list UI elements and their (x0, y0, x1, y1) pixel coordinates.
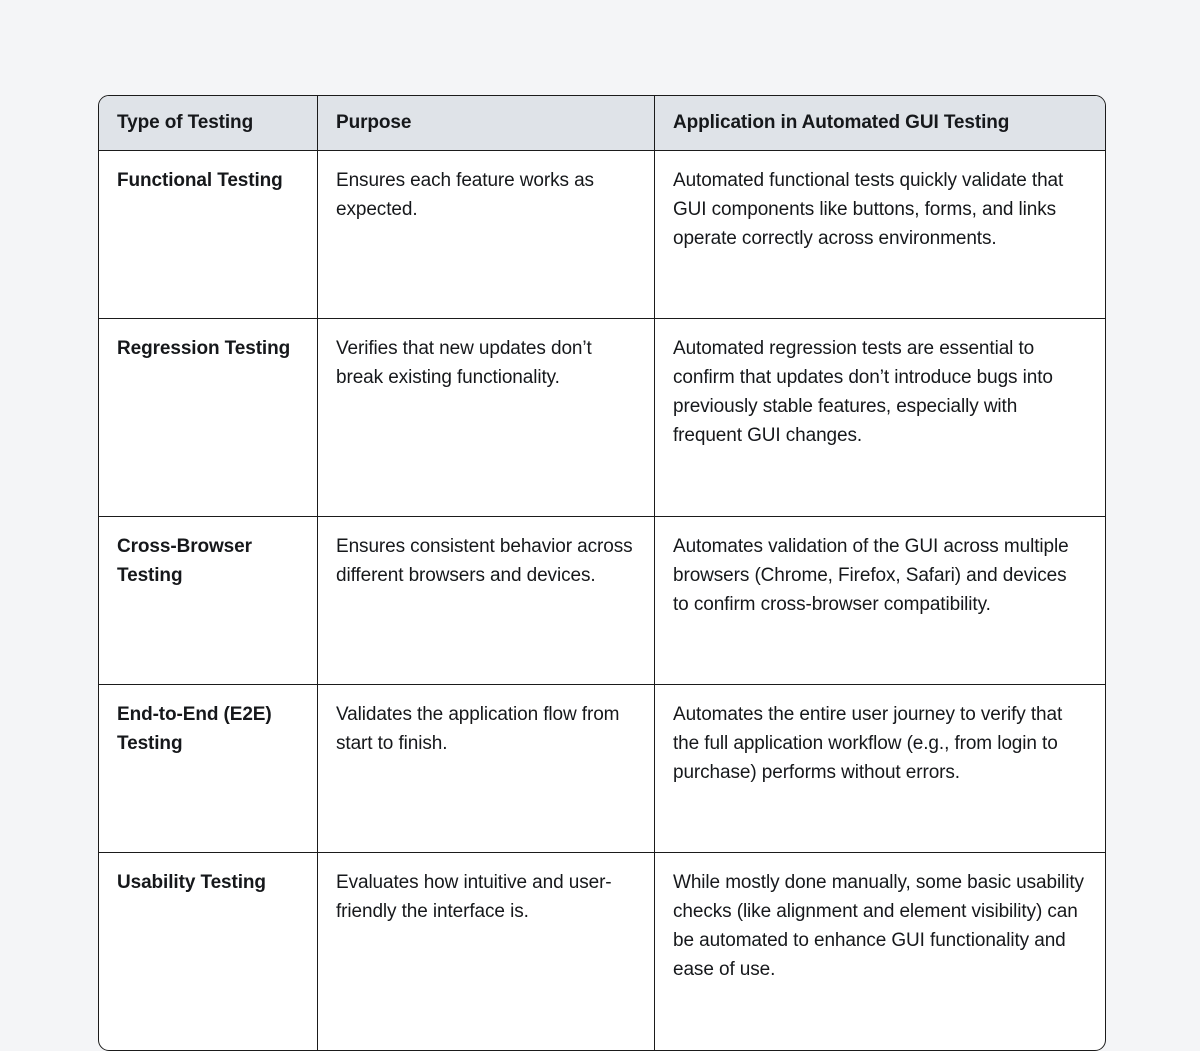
cell-application: Automates the entire user journey to ver… (655, 685, 1105, 853)
cell-purpose: Ensures consistent behavior across diffe… (318, 517, 655, 685)
table-header-row: Type of Testing Purpose Application in A… (99, 96, 1105, 151)
cell-application: Automated regression tests are essential… (655, 319, 1105, 517)
column-header-purpose: Purpose (318, 96, 655, 151)
column-header-type-of-testing: Type of Testing (99, 96, 318, 151)
table-row: End-to-End (E2E) Testing Validates the a… (99, 685, 1105, 853)
cell-purpose: Verifies that new updates don’t break ex… (318, 319, 655, 517)
table-row: Regression Testing Verifies that new upd… (99, 319, 1105, 517)
table-row: Functional Testing Ensures each feature … (99, 151, 1105, 319)
table-body: Functional Testing Ensures each feature … (99, 151, 1105, 1050)
cell-type-of-testing: End-to-End (E2E) Testing (99, 685, 318, 853)
cell-application: Automates validation of the GUI across m… (655, 517, 1105, 685)
cell-application: Automated functional tests quickly valid… (655, 151, 1105, 319)
table-row: Cross-Browser Testing Ensures consistent… (99, 517, 1105, 685)
cell-type-of-testing: Usability Testing (99, 853, 318, 1050)
cell-purpose: Evaluates how intuitive and user-friendl… (318, 853, 655, 1050)
testing-types-table: Type of Testing Purpose Application in A… (98, 95, 1106, 1051)
cell-type-of-testing: Functional Testing (99, 151, 318, 319)
cell-purpose: Ensures each feature works as expected. (318, 151, 655, 319)
cell-application: While mostly done manually, some basic u… (673, 872, 1084, 980)
cell-purpose: Validates the application flow from star… (318, 685, 655, 853)
column-header-application: Application in Automated GUI Testing (655, 96, 1105, 151)
testing-types-table-container: Type of Testing Purpose Application in A… (98, 95, 1106, 1051)
table-row: Usability Testing Evaluates how intuitiv… (99, 853, 1105, 1050)
cell-type-of-testing: Cross-Browser Testing (99, 517, 318, 685)
table-header: Type of Testing Purpose Application in A… (99, 96, 1105, 151)
cell-type-of-testing: Regression Testing (99, 319, 318, 517)
